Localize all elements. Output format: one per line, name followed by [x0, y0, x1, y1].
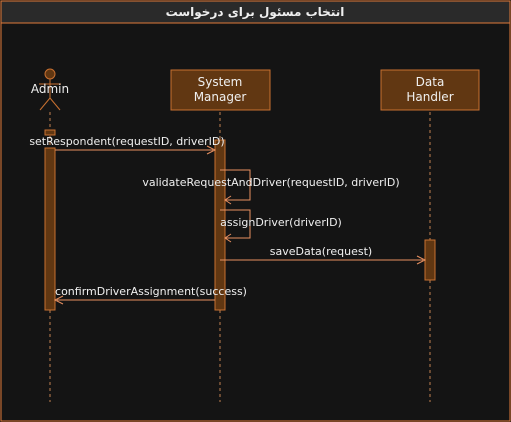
arrowhead-icon — [53, 295, 64, 305]
message-confirm-assignment-label: confirmDriverAssignment(success) — [55, 285, 247, 298]
message-assign-driver-label: assignDriver(driverID) — [220, 216, 342, 229]
diagram-title: انتخاب مسئول برای درخواست — [166, 5, 345, 20]
message-confirm-assignment — [53, 295, 215, 305]
arrowhead-icon — [224, 233, 232, 243]
activation-admin-top — [44, 129, 56, 136]
message-validate-request — [220, 169, 251, 205]
message-set-respondent-label: setRespondent(requestID, driverID) — [29, 135, 224, 148]
participant-data-handler-label-1: Data — [416, 75, 445, 89]
arrowhead-icon — [206, 145, 217, 155]
arrowhead-icon — [416, 255, 427, 265]
message-assign-driver — [220, 209, 251, 243]
participant-system-manager-label-2: Manager — [194, 90, 247, 104]
actor-head-icon — [44, 68, 56, 80]
arrowhead-icon — [224, 195, 232, 205]
participant-data-handler — [380, 69, 480, 111]
actor-admin-label: Admin — [31, 82, 69, 96]
message-save-data — [220, 255, 427, 265]
actor-admin — [39, 68, 61, 111]
participant-system-manager-label-1: System — [198, 75, 243, 89]
activation-data-handler — [424, 239, 436, 281]
message-save-data-label: saveData(request) — [270, 245, 372, 258]
participant-system-manager — [170, 69, 271, 111]
activation-admin — [44, 147, 56, 311]
title-bar — [0, 0, 511, 24]
message-validate-request-label: validateRequestAndDriver(requestID, driv… — [142, 176, 399, 189]
activation-system-manager — [214, 139, 226, 311]
participant-data-handler-label-2: Handler — [406, 90, 453, 104]
message-set-respondent — [55, 145, 217, 155]
